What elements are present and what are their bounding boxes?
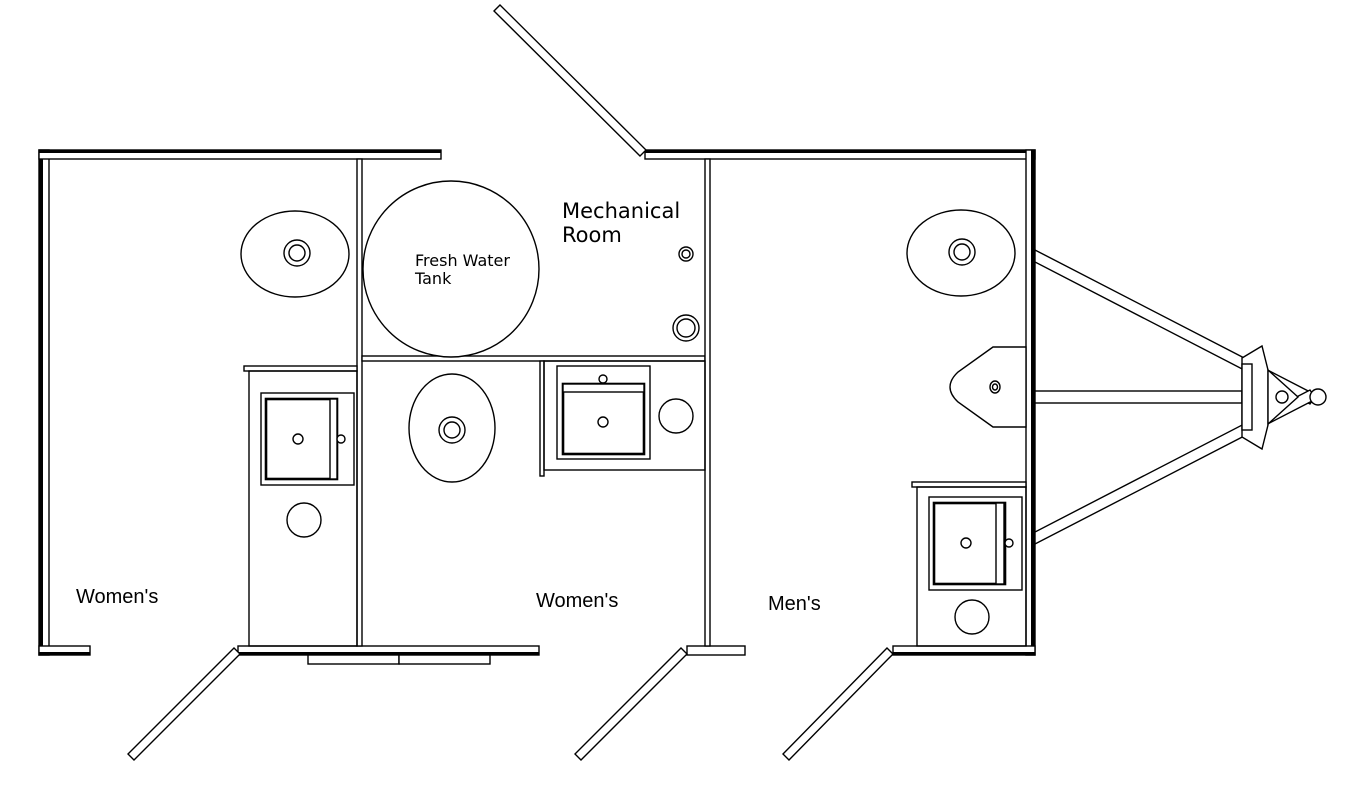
sink-cabinet <box>916 486 1027 647</box>
toilet-drain-outer <box>283 239 311 267</box>
mechanical-room-door[interactable] <box>493 4 647 157</box>
urinal-drain-inner <box>991 383 999 391</box>
toilet-drain-inner <box>443 421 461 439</box>
sink-backsplash <box>562 383 645 393</box>
water-heater-inner <box>676 318 696 338</box>
faucet <box>598 374 608 384</box>
room-label-womens-center: Women's <box>536 590 618 612</box>
sink-counter <box>543 360 706 471</box>
entry-step-left <box>307 654 400 665</box>
partition-center-right <box>704 158 711 647</box>
mechanical-label-line1: Mechanical <box>562 199 680 223</box>
partition-mechanical-bottom <box>361 355 706 362</box>
room-label-mens: Men's <box>768 593 821 615</box>
tank-label-line1: Fresh Water <box>415 251 510 270</box>
partition-left <box>356 158 363 647</box>
toilet-drain-outer <box>948 238 976 266</box>
fresh-water-tank <box>362 180 540 358</box>
entry-step-right <box>398 654 491 665</box>
wastebasket <box>954 599 990 635</box>
faucet <box>336 434 346 444</box>
tank-label-line2: Tank <box>414 269 452 288</box>
sink-drain <box>292 433 304 445</box>
doors[interactable] <box>127 4 894 761</box>
right-wall-thick <box>1031 150 1035 655</box>
urinal-drain-outer <box>989 380 1001 394</box>
faucet <box>1004 538 1014 548</box>
toilet-drain-inner <box>953 243 971 261</box>
room-label-womens-left: Women's <box>76 586 158 608</box>
counter-top <box>243 365 358 372</box>
bottom-wall-mid-stub <box>686 645 746 656</box>
left-wall-thick <box>39 150 43 655</box>
top-wall-left-thick <box>39 150 441 153</box>
womens-left-room: Women's <box>76 210 358 647</box>
sink-backsplash <box>995 502 1005 585</box>
wastebasket <box>658 398 694 434</box>
womens-left-door[interactable] <box>127 647 241 761</box>
pump-inner <box>681 249 691 259</box>
top-wall-right-thick <box>645 150 1035 153</box>
coupler-ball <box>1275 390 1289 404</box>
counter-top <box>911 481 1027 488</box>
bottom-wall-right-thick <box>893 652 1035 655</box>
bottom-wall-left-stub-thick <box>39 652 90 655</box>
sink-backsplash <box>329 398 338 480</box>
jack-mount <box>1241 363 1253 431</box>
wastebasket <box>286 502 322 538</box>
pump-outer <box>678 246 694 262</box>
womens-center-room: Women's <box>408 360 706 612</box>
toilet-drain-inner <box>288 244 306 262</box>
mechanical-room: Fresh Water Tank Mechanical Room <box>362 180 700 358</box>
sink-cabinet <box>248 370 358 647</box>
exterior-walls <box>38 149 1036 665</box>
mechanical-label-line2: Room <box>562 223 622 247</box>
sink-basin <box>264 397 339 481</box>
mens-room: Men's <box>768 209 1027 647</box>
sink-drain <box>960 537 972 549</box>
sink-drain <box>597 416 609 428</box>
bottom-wall-center-thick <box>238 652 539 655</box>
mens-door[interactable] <box>782 647 894 761</box>
hitch-ring <box>1309 388 1327 406</box>
toilet-drain-outer <box>438 416 466 444</box>
hitch-center-bar <box>1034 390 1243 404</box>
womens-center-door[interactable] <box>574 647 688 761</box>
urinal <box>949 346 1027 428</box>
trailer-hitch <box>1034 248 1327 546</box>
